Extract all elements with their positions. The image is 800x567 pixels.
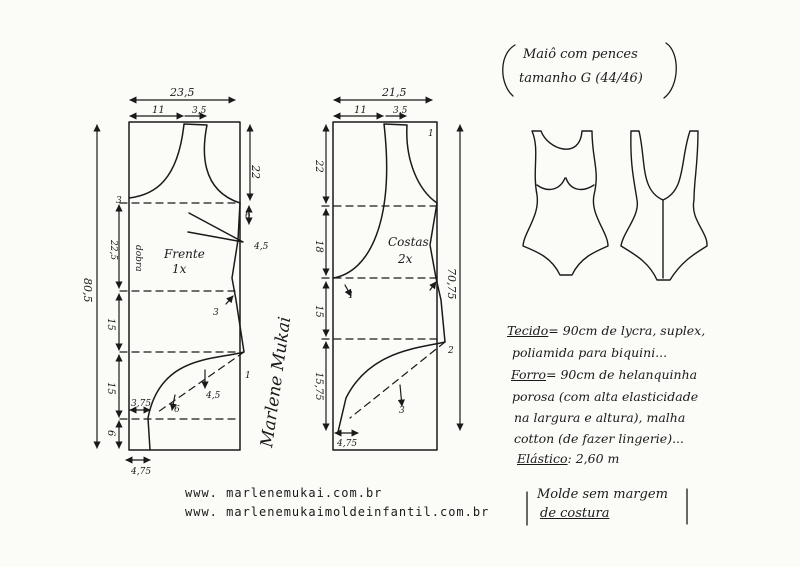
back-mark-2: 2 <box>447 346 454 356</box>
url-2[interactable]: www. marlenemukaimoldeinfantil.com.br <box>185 505 490 519</box>
front-dim-left-a: 22,5 <box>108 239 118 260</box>
front-dim-right-top: 22 <box>249 164 262 179</box>
url-1[interactable]: www. marlenemukai.com.br <box>185 486 383 500</box>
elastic-text: : 2,60 m <box>567 451 620 466</box>
back-dim-top-right: 3,5 <box>393 106 408 116</box>
lining-line: Forro= 90cm de helanquinha <box>511 366 697 383</box>
signature: Marlene Mukai <box>257 315 295 449</box>
front-piece <box>93 96 254 464</box>
back-mark-3: 3 <box>399 406 405 416</box>
note-line-2: de costura <box>540 506 610 521</box>
lining-text: = 90cm de helanquinha <box>546 367 698 382</box>
front-mark-6: 6 <box>245 211 251 221</box>
fabric-text-2: poliamida para biquini... <box>512 345 668 360</box>
back-dim-left-d: 15,75 <box>313 372 324 401</box>
note-line-1: Molde sem margem <box>537 487 668 502</box>
lining-text-3: na largura e altura), malha <box>514 410 686 425</box>
back-dim-left-a: 22 <box>313 159 324 173</box>
back-qty: 2x <box>397 252 413 266</box>
note-bracket <box>526 488 688 526</box>
front-dim-left-b: 15 <box>105 318 116 331</box>
front-dim-bottom: 4,75 <box>130 467 151 477</box>
fabric-label: Tecido <box>507 323 549 338</box>
lining-text-2: porosa (com alta elasticidade <box>512 389 699 404</box>
back-dashed-lines <box>321 205 446 419</box>
front-frame <box>128 121 241 451</box>
front-mark-3-75: 3,75 <box>131 399 151 409</box>
back-dim-width: 21,5 <box>381 86 407 99</box>
front-dim-left-total: 80,5 <box>81 278 94 303</box>
back-mark-1-mid: 1 <box>348 291 354 301</box>
back-outline <box>332 123 446 433</box>
back-dim-bottom: 4,75 <box>336 439 357 449</box>
front-dim-left-d: 6 <box>105 430 116 437</box>
front-dim-left-c: 15 <box>105 382 116 395</box>
front-mark-4-5-leg: 4,5 <box>205 391 221 401</box>
front-qty: 1x <box>172 262 187 276</box>
front-mark-3-top: 3 <box>116 196 122 206</box>
front-mark-4-5: 4,5 <box>253 242 269 252</box>
back-dim-right-total: 70,75 <box>445 268 458 300</box>
elastic-label: Elástico <box>517 451 568 466</box>
back-piece <box>321 96 464 451</box>
title-bracket <box>502 42 677 99</box>
front-label: Frente <box>163 247 205 261</box>
front-outline <box>128 123 245 451</box>
fabric-line: Tecido= 90cm de lycra, suplex, <box>507 322 705 339</box>
swimsuit-front-sketch <box>522 130 609 276</box>
front-dashed-lines <box>119 202 245 420</box>
front-mark-6-leg: 6 <box>174 405 180 415</box>
front-dart <box>187 212 244 243</box>
lining-text-4: cotton (de fazer lingerie)... <box>514 431 684 446</box>
front-dim-top-left: 11 <box>152 105 165 116</box>
front-fold-label: dobra <box>133 245 143 272</box>
elastic-line: Elástico: 2,60 m <box>517 450 619 467</box>
title-line-2: tamanho G (44/46) <box>519 71 643 86</box>
front-mark-1: 1 <box>245 371 251 381</box>
lining-label: Forro <box>511 367 546 382</box>
front-mark-3-mid: 3 <box>213 308 219 318</box>
back-frame <box>332 121 438 451</box>
front-dim-top-right: 3,5 <box>192 106 207 116</box>
back-dim-left-c: 15 <box>313 305 324 318</box>
fabric-text: = 90cm de lycra, suplex, <box>548 323 706 338</box>
back-mark-1-top: 1 <box>428 129 434 139</box>
back-label: Costas <box>388 235 429 249</box>
title-line-1: Maiô com pences <box>523 47 638 62</box>
front-dim-width: 23,5 <box>169 86 195 99</box>
back-dim-top-left: 11 <box>354 105 367 116</box>
back-dim-left-b: 18 <box>313 240 324 253</box>
swimsuit-back-sketch <box>620 130 708 281</box>
